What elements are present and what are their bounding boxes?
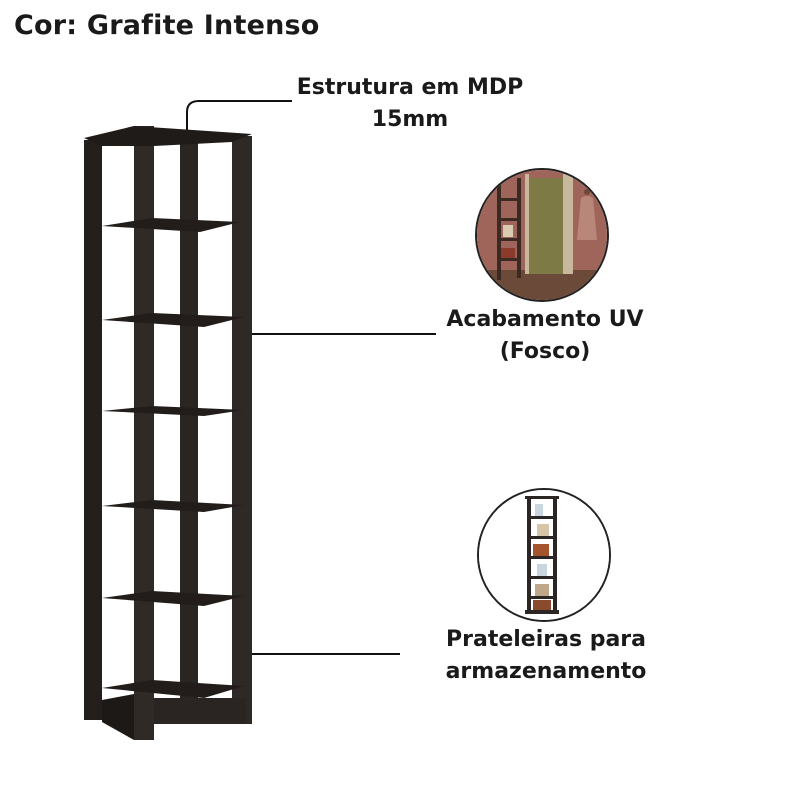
base-front <box>154 698 246 724</box>
callout-shelves-line2: armazenamento <box>445 659 647 684</box>
callout-shelves: Prateleiras para armazenamento <box>426 624 666 688</box>
room-scene-inset <box>475 168 609 302</box>
color-heading: Cor: Grafite Intenso <box>14 10 320 41</box>
callout-structure-line2: 15mm <box>371 107 449 132</box>
shelf-inset <box>477 488 611 622</box>
callout-finish: Acabamento UV (Fosco) <box>430 304 660 368</box>
upright-back-right <box>180 140 198 700</box>
callout-shelves-line1: Prateleiras para <box>446 627 646 652</box>
callout-line-structure <box>186 100 292 134</box>
callout-structure-line1: Estrutura em MDP <box>296 75 524 100</box>
upright-front-left <box>134 126 154 740</box>
callout-finish-line1: Acabamento UV <box>446 307 644 332</box>
callout-structure: Estrutura em MDP 15mm <box>290 72 530 136</box>
top-panel <box>84 126 252 146</box>
callout-finish-line2: (Fosco) <box>499 339 591 364</box>
upright-back-left <box>84 140 102 720</box>
upright-front-right <box>232 136 252 724</box>
base-side <box>102 694 134 740</box>
shelves <box>102 218 244 698</box>
